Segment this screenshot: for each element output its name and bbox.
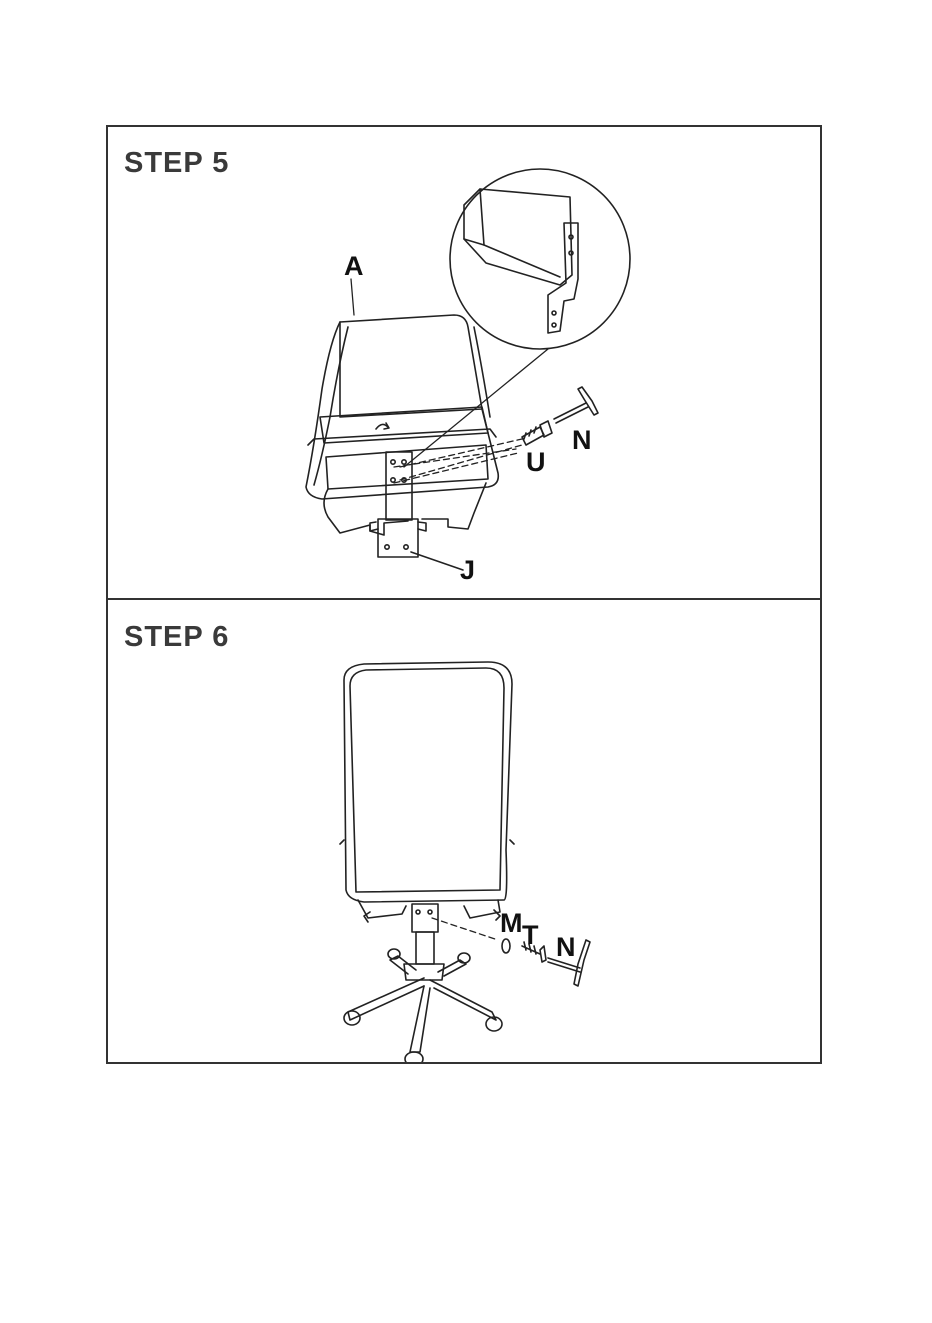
screw-part-u (522, 421, 552, 445)
washer-part-m (502, 939, 510, 953)
label-j: J (460, 555, 475, 585)
label-m: M (500, 908, 523, 938)
step-5-illustration: A J U N (108, 127, 820, 597)
step-6-illustration: M T N (108, 600, 820, 1062)
instruction-sheet: STEP 5 (106, 125, 822, 1064)
label-t: T (522, 920, 539, 950)
bolt-path-line (432, 918, 498, 940)
backrest-part-a (306, 315, 498, 535)
detail-magnifier (450, 169, 630, 349)
label-n-step6: N (556, 932, 576, 962)
chair-backrest (340, 662, 514, 902)
screw-path-lines (394, 439, 522, 483)
chair-base (344, 949, 502, 1062)
label-u: U (526, 447, 546, 477)
gas-lift (404, 932, 444, 980)
label-a-leader (351, 279, 354, 315)
seat-mechanism (358, 900, 500, 932)
label-a: A (344, 251, 364, 281)
allen-key-part-n (554, 387, 598, 423)
label-n-step5: N (572, 425, 592, 455)
